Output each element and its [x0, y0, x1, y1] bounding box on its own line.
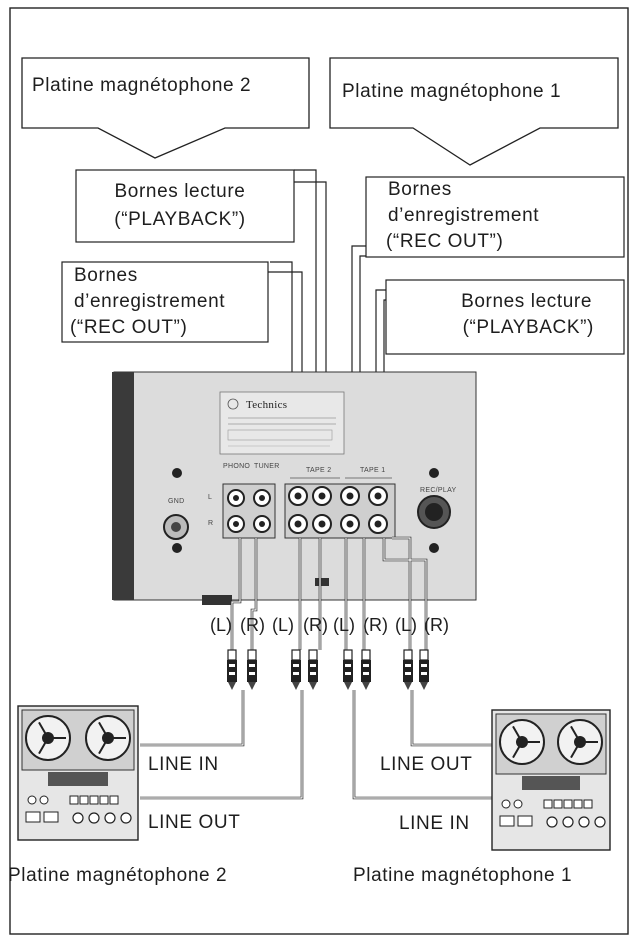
deck-knob: [88, 812, 100, 824]
reel-icon: [85, 715, 131, 761]
deck-button: [563, 799, 573, 809]
rca-plug: [361, 649, 371, 690]
channel-label: (L): [272, 615, 294, 635]
deck-button: [109, 795, 119, 805]
deck-button: [499, 815, 515, 827]
deck-knob: [72, 812, 84, 824]
channel-label: (R): [363, 615, 388, 635]
deck-button: [573, 799, 583, 809]
rca-plugs-group: [227, 649, 429, 690]
rca-plug: [343, 649, 353, 690]
left-deck-line-out-label: LINE OUT: [148, 812, 241, 833]
right-deck-line-in-label: LINE IN: [399, 813, 470, 834]
panel-tape1-label: TAPE 1: [360, 467, 386, 474]
amp-brand-label: Technics: [246, 399, 288, 411]
deck1-header-label: Platine magnétophone 1: [342, 81, 562, 102]
panel-phono-label: PHONO: [223, 463, 251, 470]
deck-knob: [594, 816, 606, 828]
callout-playback-2-line2: (“PLAYBACK”): [114, 209, 246, 230]
reel-icon: [557, 719, 603, 765]
rca-jack: [368, 514, 388, 534]
tape-jacks-group: [288, 486, 388, 534]
deck-button: [583, 799, 593, 809]
callout-rec-out-2-line1: Bornes: [74, 265, 138, 286]
deck-cables: [140, 690, 492, 800]
panel-rec-play-label: REC/PLAY: [420, 487, 457, 494]
deck2-header-label: Platine magnétophone 2: [32, 75, 252, 96]
deck-button: [553, 799, 563, 809]
tape-deck-2-illustration: [17, 705, 139, 841]
rca-jack: [368, 486, 388, 506]
deck-knob: [513, 799, 523, 809]
channel-label: (L): [395, 615, 417, 635]
callout-rec-out-2-box: [61, 261, 269, 343]
outer-frame: [9, 7, 629, 935]
footer-deck2-label: Platine magnétophone 2: [8, 865, 228, 886]
panel-r-label: R: [208, 520, 214, 527]
right-deck-line-out-label: LINE OUT: [380, 754, 473, 775]
deck-knob: [120, 812, 132, 824]
deck-knob: [546, 816, 558, 828]
deck-knob: [104, 812, 116, 824]
deck-knob: [578, 816, 590, 828]
deck-button: [25, 811, 41, 823]
callout-playback-2-line1: Bornes lecture: [114, 181, 246, 202]
channel-label: (R): [303, 615, 328, 635]
panel-tuner-label: TUNER: [254, 463, 280, 470]
rca-plug: [419, 649, 429, 690]
callout-playback-1-line1: Bornes lecture: [461, 291, 592, 312]
deck-button: [43, 811, 59, 823]
tape-deck-1-illustration: [491, 709, 611, 851]
rca-jack: [288, 486, 308, 506]
deck-button: [517, 815, 533, 827]
rca-plug: [403, 649, 413, 690]
tape-head-block: [522, 776, 580, 790]
rca-jack: [288, 514, 308, 534]
rca-plug: [247, 649, 257, 690]
deck-knob: [27, 795, 37, 805]
channel-label: (R): [424, 615, 449, 635]
panel-tape2-label: TAPE 2: [306, 467, 332, 474]
callout-rec-out-1-line3: (“REC OUT”): [386, 231, 504, 252]
channel-label: (R): [240, 615, 265, 635]
callout-playback-2-box: [75, 169, 295, 243]
callout-rec-out-1-line1: Bornes: [388, 179, 452, 200]
callout-playback-1-box: [385, 279, 625, 355]
deck-button: [543, 799, 553, 809]
callout-playback-1-line2: (“PLAYBACK”): [462, 317, 594, 338]
deck-knob: [562, 816, 574, 828]
left-deck-line-in-label: LINE IN: [148, 754, 219, 775]
deck-button: [69, 795, 79, 805]
deck1-header-arrow: [329, 57, 619, 166]
deck-button: [89, 795, 99, 805]
callout-rec-out-1-line2: d’enregistrement: [388, 205, 540, 226]
panel-gnd-label: GND: [168, 498, 185, 505]
rca-plug: [291, 649, 301, 690]
deck-knob: [39, 795, 49, 805]
deck2-header-arrow: [21, 57, 310, 159]
channel-label: (L): [333, 615, 355, 635]
deck-knob: [501, 799, 511, 809]
reel-icon: [25, 715, 71, 761]
callout-rec-out-1-box: [365, 176, 625, 258]
rca-plug: [227, 649, 237, 690]
rca-jack: [340, 486, 360, 506]
footer-deck1-label: Platine magnétophone 1: [353, 865, 573, 886]
rca-jack: [340, 514, 360, 534]
tape-head-block: [48, 772, 108, 786]
rca-jack: [312, 486, 332, 506]
rca-jack: [312, 514, 332, 534]
deck-button: [99, 795, 109, 805]
rca-plug: [308, 649, 318, 690]
panel-l-label: L: [208, 494, 213, 501]
deck-button: [79, 795, 89, 805]
reel-icon: [499, 719, 545, 765]
callout-rec-out-2-line3: (“REC OUT”): [70, 317, 188, 338]
callout-rec-out-2-line2: d’enregistrement: [74, 291, 226, 312]
channel-label: (L): [210, 615, 232, 635]
